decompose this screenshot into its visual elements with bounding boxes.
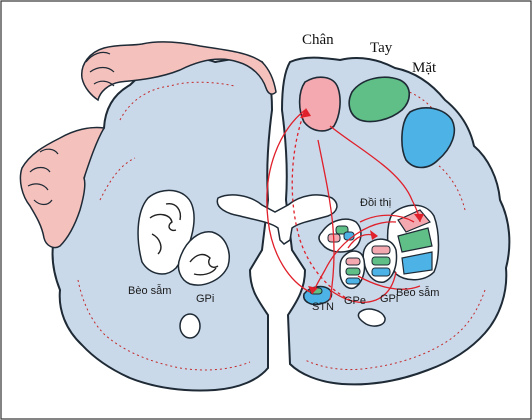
path-loop-d <box>329 271 397 304</box>
path-thalamus-chan <box>317 139 335 301</box>
cortex-area-mat <box>401 107 456 169</box>
putamen-mat-segment <box>401 251 433 275</box>
gpe-chan-segment <box>345 257 361 266</box>
label-beo-sam-right: Bèo sẫm <box>396 286 439 299</box>
cortex-area-tay <box>348 76 411 123</box>
homunculus-head <box>19 126 106 249</box>
label-gpi-right: GPi <box>380 293 398 305</box>
left-putamen-homunculus-icon <box>149 203 182 255</box>
arrow-putamen <box>414 214 424 222</box>
left-gyri-dotted <box>77 81 251 371</box>
cortex-area-chan <box>298 76 341 132</box>
label-mat: Mặt <box>412 60 437 76</box>
arrow-gpi <box>370 230 378 240</box>
arrow-chan <box>300 108 311 118</box>
left-gpi-homunculus-icon <box>189 253 219 276</box>
label-gpe: GPe <box>344 295 366 307</box>
gpe-tay-segment <box>345 267 361 276</box>
right-temporal-horn <box>357 308 386 327</box>
gpi-mat-segment <box>371 267 391 277</box>
lateral-ventricles <box>216 194 338 245</box>
path-chan-dotted <box>291 109 351 301</box>
putamen-tay-segment <box>397 227 433 253</box>
gpi-tay-segment <box>371 256 391 266</box>
gpe-mat-segment <box>345 277 361 285</box>
gpi-chan-segment <box>371 245 391 255</box>
homunculus-foot-icon <box>85 51 115 87</box>
path-chan-stn <box>266 109 311 293</box>
left-temporal-horn <box>179 313 201 339</box>
homunculus-leg <box>81 41 277 102</box>
path-loop-c <box>357 275 421 290</box>
label-gpi-left: GPi <box>196 293 214 305</box>
label-doi-thi: Đồi thị <box>360 197 391 209</box>
label-beo-sam-left: Bèo sẫm <box>128 284 171 297</box>
label-stn: STN <box>312 301 334 313</box>
pathway-arrowheads <box>300 108 424 294</box>
label-tay: Tay <box>370 40 393 56</box>
left-gpi <box>177 231 230 286</box>
homunculus-face-icon <box>27 148 59 206</box>
arrow-stn <box>308 286 318 294</box>
path-loop-a <box>359 214 415 223</box>
label-chan: Chân <box>302 32 334 48</box>
